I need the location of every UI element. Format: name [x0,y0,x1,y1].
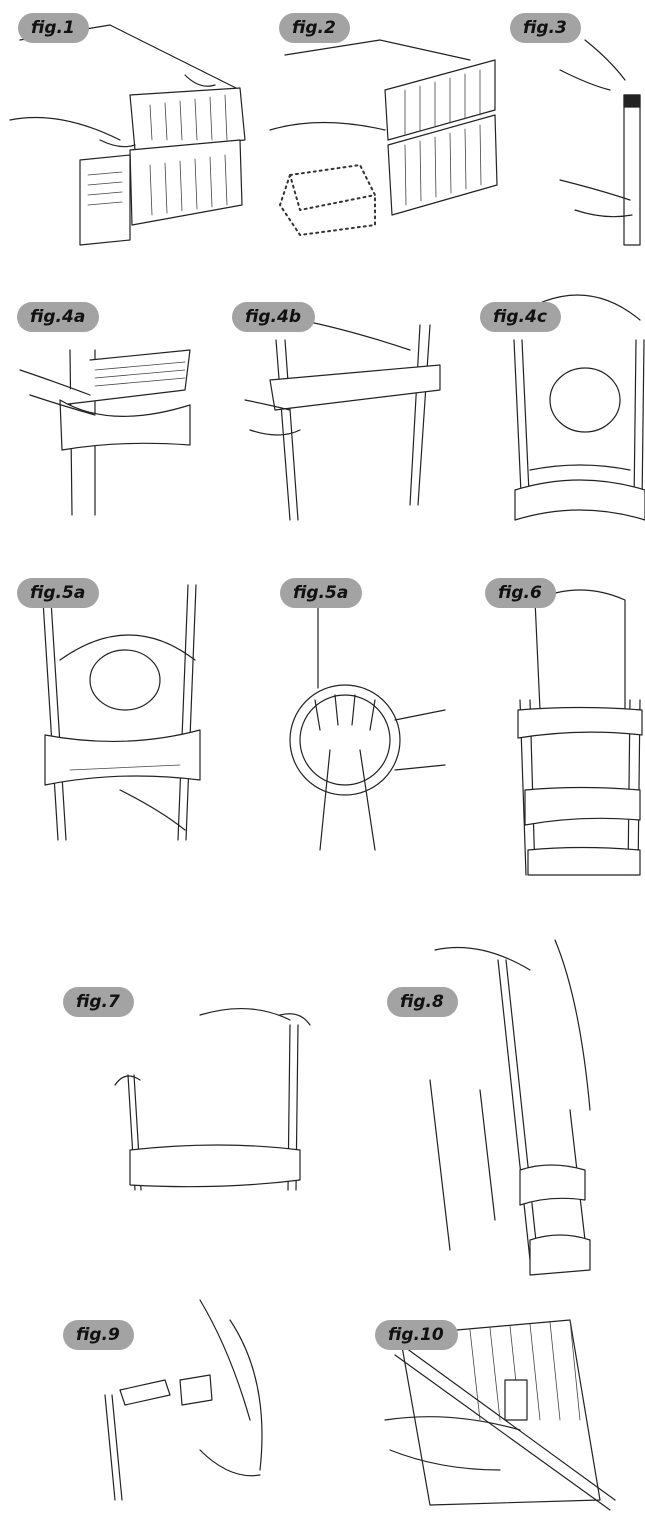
figure-label: fig.4b [232,302,315,332]
figure-label: fig.5a [17,578,99,608]
carrying-ladder-illustration [430,940,590,1275]
figure-label: fig.5a [280,578,362,608]
figure-label: fig.1 [18,13,89,43]
figure-label: fig.8 [387,987,458,1017]
figure-label: fig.2 [279,13,350,43]
figure-label: fig.3 [510,13,581,43]
figure-label: fig.4a [17,302,99,332]
figure-label: fig.6 [485,578,556,608]
figure-label: fig.4c [480,302,561,332]
figure-label: fig.7 [63,987,134,1017]
figure-label: fig.10 [375,1320,458,1350]
ladder-step-box-illustration [10,25,245,245]
step-unpacking-illustration [270,40,497,235]
step-on-pole-illustration [20,350,190,515]
step-between-poles-illustration [245,320,440,520]
step-clip-detail-illustration [290,605,445,850]
ladder-steps-assembled-illustration [518,590,642,875]
figure-label: fig.9 [63,1320,134,1350]
lifting-ladder-illustration [115,1009,310,1190]
pole-cap-illustration [560,40,640,245]
step-positioning-illustration [42,585,200,840]
